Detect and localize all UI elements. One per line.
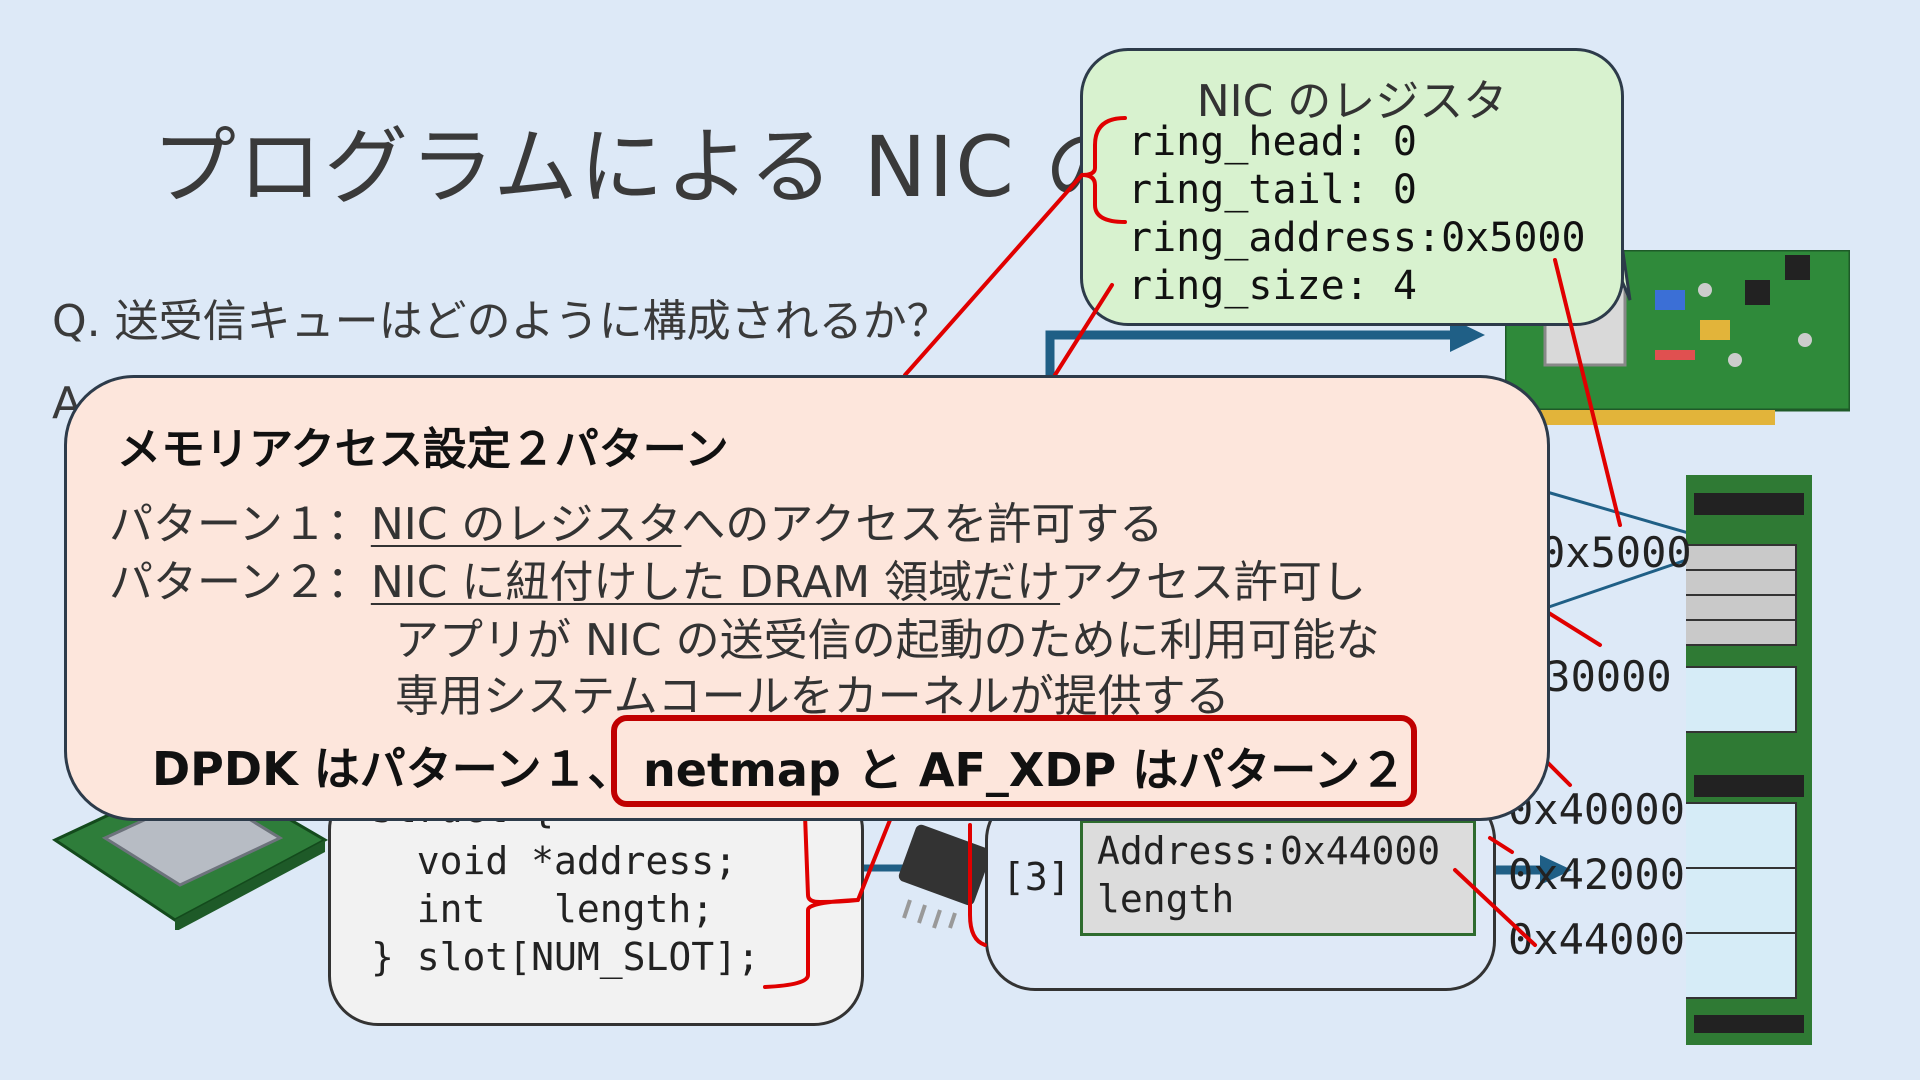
ring-left-line [968, 823, 987, 947]
pattern1-underlined: NIC のレジスタ [370, 499, 682, 550]
code-line: int length; [371, 887, 715, 931]
memory-access-popup: メモリアクセス設定２パターン パターン１：NIC のレジスタへのアクセスを許可す… [64, 375, 1550, 821]
mem-40000-line [1543, 758, 1572, 787]
brace-to-popup-line [903, 173, 1084, 377]
pattern1-label: パターン１： [109, 499, 371, 550]
nic-arrow-line [1045, 330, 1455, 390]
register-bubble-title: NIC のレジスタ [1196, 76, 1508, 127]
slide-title: プログラムによる NIC の [152, 118, 1131, 216]
code-line: } slot[NUM_SLOT]; [371, 935, 760, 979]
ring-slot-index: [3] [1002, 855, 1071, 899]
pattern2-line2: アプリが NIC の送受信の起動のために利用可能な [395, 615, 1380, 666]
memory-address: 0x42000 [1508, 850, 1686, 899]
register-line: ring_address:0x5000 [1128, 215, 1586, 261]
nic-arrow-head [1450, 318, 1485, 352]
code-brace-connector [856, 818, 892, 902]
slot-address-line [1453, 868, 1537, 947]
register-line: ring_tail: 0 [1128, 167, 1417, 213]
pattern1-rest: へのアクセスを許可する [681, 499, 1164, 550]
ring-size-line [1053, 283, 1114, 377]
register-line: ring_head: 0 [1128, 119, 1417, 165]
memory-address: 0x44000 [1508, 915, 1686, 964]
code-line: void *address; [371, 839, 738, 883]
popup-summary-netmap-afxdp: netmap と AF_XDP はパターン２ [643, 743, 1406, 797]
pattern2-underlined: NIC に紐付けした DRAM 領域だけ [370, 557, 1061, 608]
ring-address-line [1553, 258, 1622, 527]
highlight-box: netmap と AF_XDP はパターン２ [611, 715, 1417, 807]
nic-register-bubble: NIC のレジスタ ring_head: 0 ring_tail: 0 ring… [1080, 48, 1624, 326]
popup-heading: メモリアクセス設定２パターン [117, 424, 729, 475]
code-brace [763, 813, 859, 989]
pattern1-row: パターン１：NIC のレジスタへのアクセスを許可する [109, 488, 1163, 552]
pattern2-row: パターン２：NIC に紐付けした DRAM 領域だけアクセス許可し [109, 546, 1366, 610]
register-brace [1081, 116, 1127, 224]
dram-memory-icon [1686, 475, 1812, 1045]
slot-address: Address:0x44000 [1097, 829, 1441, 873]
pattern2-label: パターン２： [109, 557, 371, 608]
mem-42000-line [1488, 836, 1514, 854]
popup-summary-dpdk: DPDK はパターン１、 [152, 742, 634, 796]
register-line: ring_size: 4 [1128, 263, 1417, 309]
pattern2-rest: アクセス許可し [1060, 557, 1366, 608]
memory-address: 0x5000 [1540, 528, 1692, 577]
slot-length: length [1097, 877, 1235, 921]
pattern2-line3: 専用システムコールをカーネルが提供する [395, 671, 1230, 722]
memory-arrow-head [1540, 855, 1572, 885]
ring-slot-entry: Address:0x44000 length [1080, 820, 1476, 936]
memory-address: 0x40000 [1508, 785, 1686, 834]
question-text: Q. 送受信キューはどのように構成されるか？ [52, 296, 951, 347]
